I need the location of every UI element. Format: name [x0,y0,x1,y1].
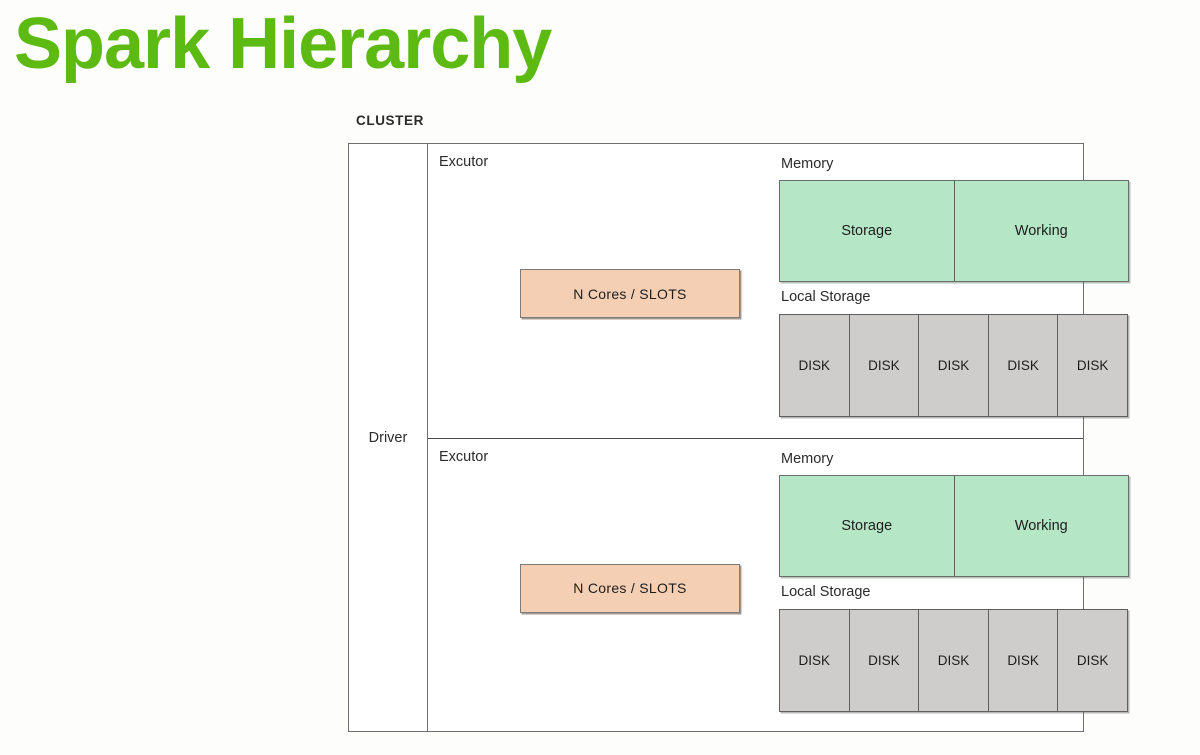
memory-cell-working: Working [953,181,1129,281]
executor-stack: Excutor N Cores / SLOTS Memory Storage W… [428,144,1129,732]
memory-cell-storage: Storage [841,517,893,534]
disk-cell: DISK [1076,652,1109,668]
local-storage-row: DISK DISK DISK DISK DISK [779,314,1128,417]
executor-block: Excutor N Cores / SLOTS Memory Storage W… [428,144,1129,438]
driver-label: Driver [368,429,408,446]
driver-column: Driver [349,144,428,731]
disk-cell: DISK [780,609,850,711]
cores-slots-label: N Cores / SLOTS [573,285,687,302]
memory-box: Storage Working [779,474,1129,577]
executor-label: Excutor [439,448,489,465]
memory-cell-storage: Storage [841,223,893,239]
disk-cell: DISK [1076,358,1109,373]
cores-slots-box: N Cores / SLOTS [520,269,740,318]
disk-cell: DISK [780,315,850,416]
memory-box: Storage Working [779,180,1129,282]
disk-cell: DISK [919,609,989,711]
memory-caption: Memory [781,156,834,172]
cluster-container: Driver Excutor N Cores / SLOTS Memory St… [348,143,1129,732]
local-storage-row: DISK DISK DISK DISK DISK [779,608,1128,712]
cluster-caption: CLUSTER [356,113,424,128]
disk-cell: DISK [919,315,989,416]
page-title: Spark Hierarchy [14,4,552,84]
disk-cell: DISK [989,609,1059,711]
local-storage-caption: Local Storage [781,583,871,600]
local-storage-caption: Local Storage [781,289,871,305]
memory-caption: Memory [781,450,834,467]
disk-cell: DISK [989,315,1059,416]
cores-slots-box: N Cores / SLOTS [520,563,740,613]
executor-label: Excutor [439,154,489,170]
memory-cell-working: Working [953,475,1129,576]
executor-block: Excutor N Cores / SLOTS Memory Storage W… [428,437,1129,732]
disk-cell: DISK [850,315,920,416]
cores-slots-label: N Cores / SLOTS [573,580,687,596]
disk-cell: DISK [850,609,920,711]
